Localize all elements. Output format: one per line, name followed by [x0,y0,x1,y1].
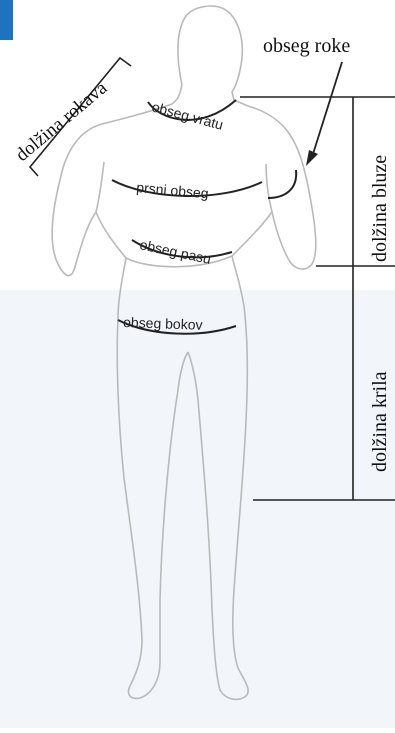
skirt-length-label: dolžina krila [369,371,391,472]
hip-girth-label: obseg bokov [123,314,203,333]
background-tint [0,280,395,728]
corner-tab [0,0,13,40]
blouse-length-label: dolžina bluze [369,155,391,262]
arm-girth-label: obseg roke [263,35,350,57]
